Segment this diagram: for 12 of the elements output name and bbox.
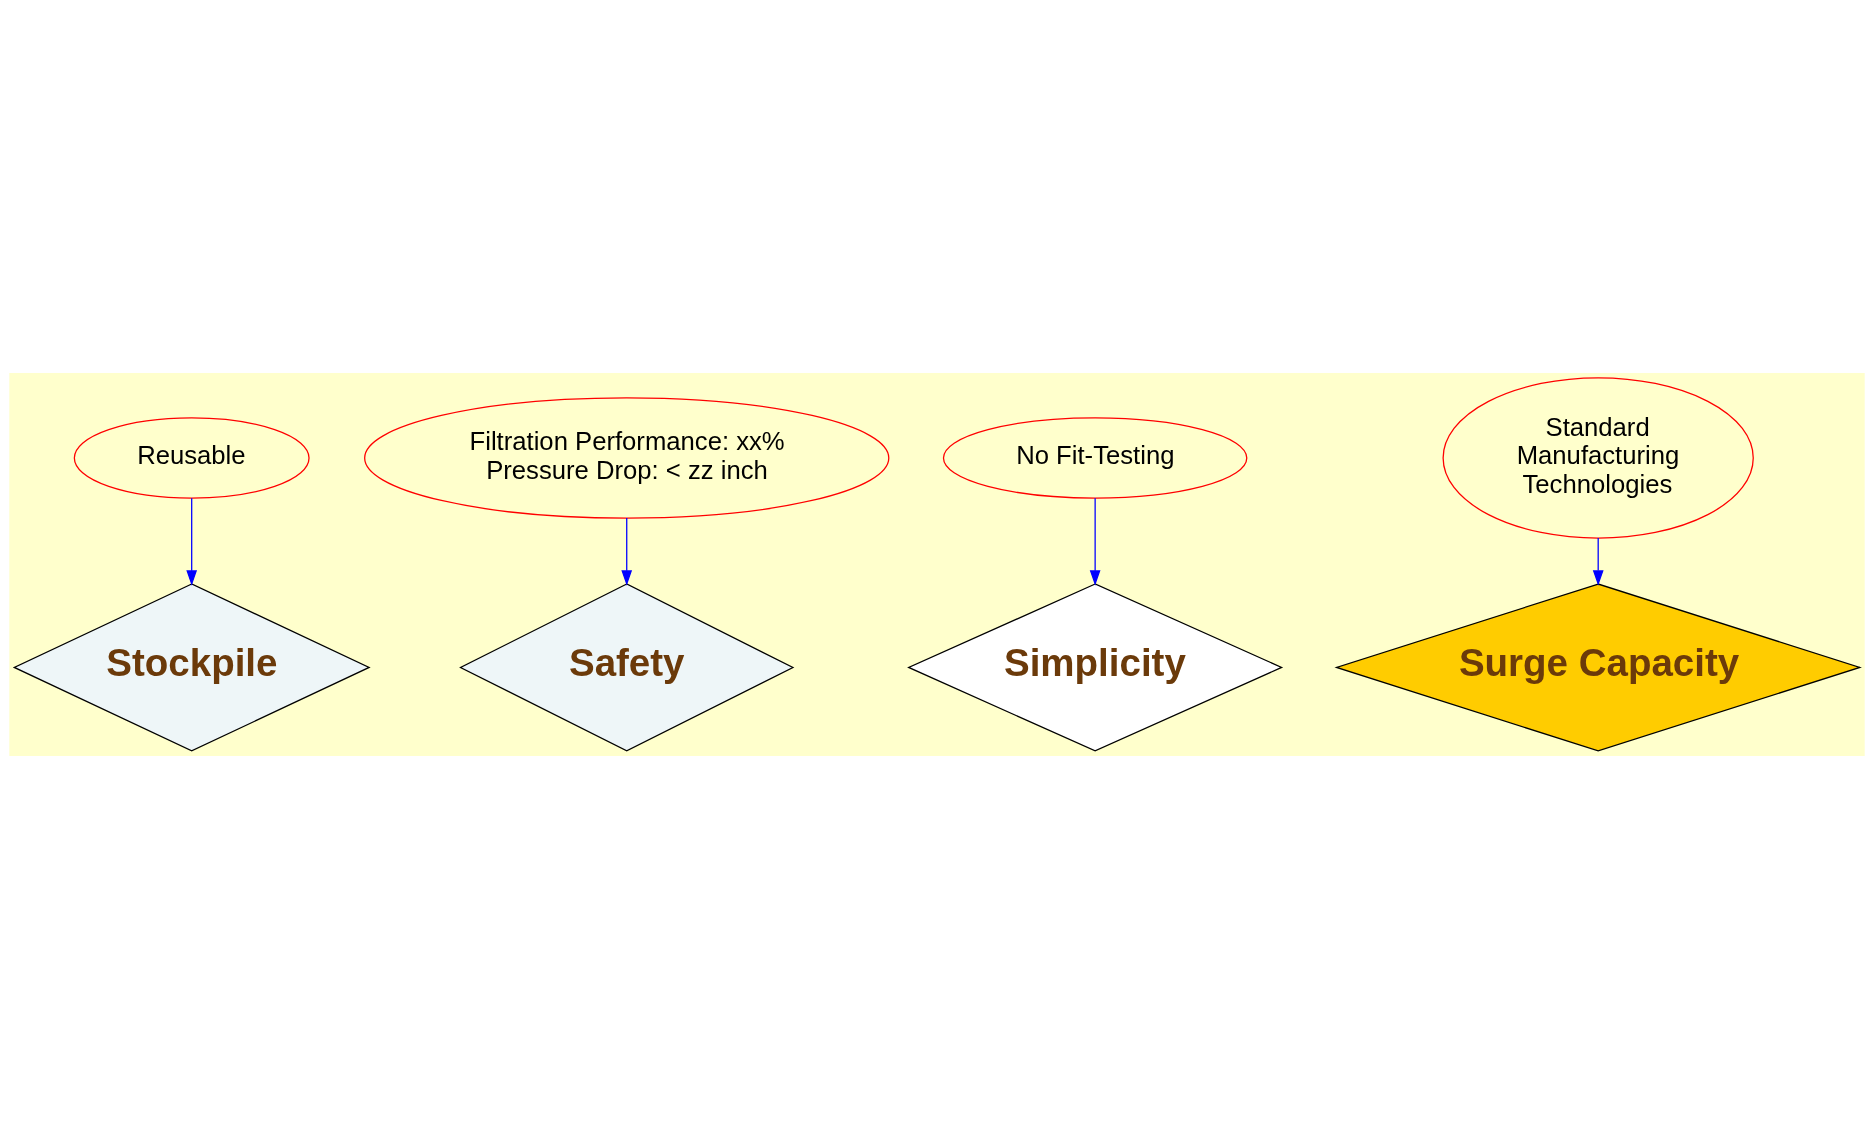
node-ellipse: Reusable (73, 417, 310, 499)
node-ellipse: Filtration Performance: xx% Pressure Drop: < zz inch (363, 397, 889, 519)
arrow (620, 517, 632, 586)
node-diamond: Surge Capacity (1333, 583, 1862, 752)
node-diamond: Simplicity (906, 583, 1283, 752)
arrow (1592, 537, 1604, 586)
arrow (1089, 497, 1101, 586)
node-ellipse: Standard Manufacturing Technologies (1442, 377, 1754, 539)
node-ellipse: No Fit-Testing (942, 417, 1247, 499)
arrow (185, 497, 197, 586)
node-diamond: Stockpile (12, 583, 371, 752)
node-diamond: Safety (458, 583, 794, 752)
